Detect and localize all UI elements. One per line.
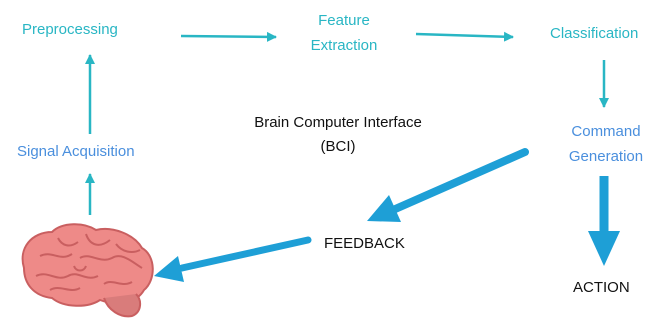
node-feature-line1: Feature	[318, 12, 370, 29]
diagram-title-line1: Brain Computer Interface	[254, 114, 422, 131]
arrow-preprocessing-to-feature	[180, 31, 277, 42]
node-preprocessing: Preprocessing	[22, 21, 118, 38]
node-command-line2: Generation	[568, 148, 644, 165]
node-command-line1: Command	[571, 123, 641, 140]
node-feature-extraction: Feature Extraction	[289, 11, 399, 55]
node-feedback: FEEDBACK	[324, 235, 405, 252]
node-action: ACTION	[573, 279, 630, 296]
diagram-title: Brain Computer Interface (BCI)	[218, 113, 458, 156]
arrow-command-to-action	[588, 176, 620, 266]
arrow-feedback-to-brain	[154, 236, 312, 282]
diagram-title-line2: (BCI)	[320, 138, 356, 155]
node-signal-acquisition: Signal Acquisition	[17, 143, 135, 160]
brain-icon	[21, 223, 154, 318]
node-feature-line2: Extraction	[310, 37, 378, 54]
arrow-feature-to-classification	[415, 31, 514, 42]
node-classification: Classification	[550, 25, 639, 42]
arrow-command-to-feedback	[367, 148, 529, 222]
node-command-generation: Command Generation	[553, 122, 659, 166]
